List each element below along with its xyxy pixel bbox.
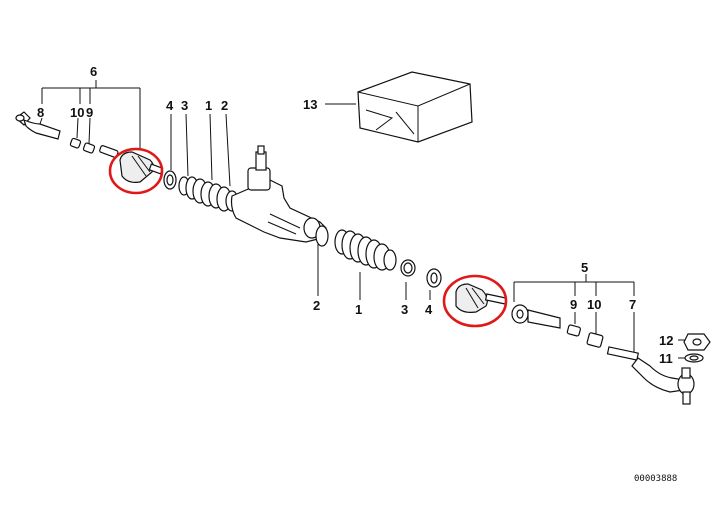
washer-right [684,353,704,363]
callout-10-left: 10 [70,105,84,120]
callout-10-right: 10 [587,297,601,312]
callout-5: 5 [581,260,588,275]
clamp-nut-right [566,324,581,337]
clamp-right [400,259,416,277]
tie-rod-end-right [606,346,695,405]
callout-1-top: 1 [205,98,212,113]
callout-1-bottom: 1 [355,302,362,317]
callout-4-bottom: 4 [425,302,433,317]
lock-washer-right [426,268,442,288]
callout-9-left: 9 [86,105,93,120]
steering-rack-housing [230,145,327,243]
adjusting-sleeve-left [82,142,96,154]
callout-6: 6 [90,64,97,79]
repair-kit-box [357,71,473,143]
callout-numbers: 6 8 10 9 4 3 1 2 13 2 1 3 4 5 9 10 7 12 … [37,64,673,366]
castle-nut [683,333,711,351]
inner-tie-rod-right [455,283,508,313]
clamp-left [163,170,177,190]
callout-2-top: 2 [221,98,228,113]
callout-2-bottom: 2 [313,298,320,313]
callout-13: 13 [303,97,317,112]
callout-4-top: 4 [166,98,174,113]
drawing-reference-number: 00003888 [634,474,677,484]
callout-3-top: 3 [181,98,188,113]
highlight-circle-right [442,274,508,328]
tie-rod-shaft-right [511,304,561,329]
clamp-nut-left [69,137,82,149]
adjusting-sleeve-right [586,332,604,348]
callout-11: 11 [659,351,673,366]
band-right [315,225,329,247]
callout-9-right: 9 [570,297,577,312]
callout-12: 12 [659,333,673,348]
callout-8: 8 [37,105,44,120]
inner-tie-rod-left [119,151,164,183]
callout-7: 7 [629,297,636,312]
tie-rod-end-left [15,111,61,140]
callout-3-bottom: 3 [401,302,408,317]
highlight-circle-left [108,147,164,195]
boot-right [334,229,397,271]
boot-left [178,176,239,212]
leader-lines [39,80,690,359]
